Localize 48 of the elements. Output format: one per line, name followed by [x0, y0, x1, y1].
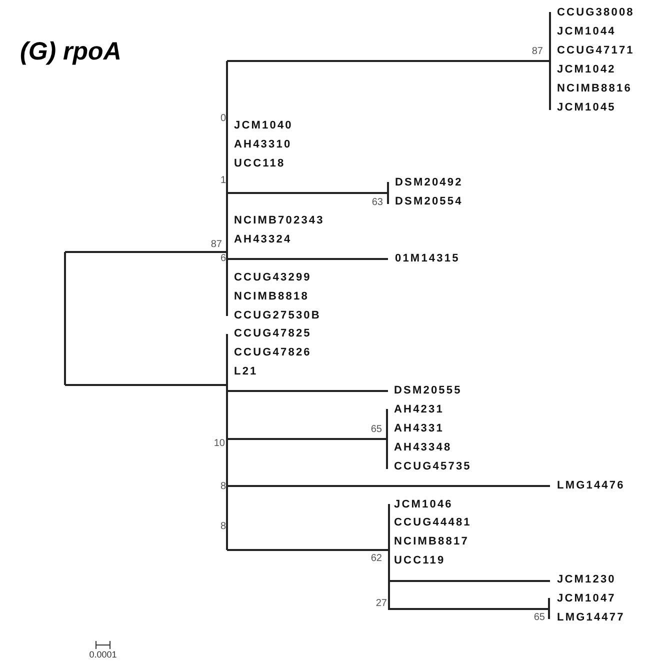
taxon-label: CCUG27530B [234, 310, 321, 322]
taxon-label: JCM1042 [557, 64, 616, 76]
bootstrap-value: 1 [220, 176, 226, 186]
taxon-label: AH43324 [234, 234, 292, 246]
taxon-label: AH4331 [394, 424, 444, 434]
taxon-label: NCIMB8818 [234, 292, 309, 302]
taxon-label: NCIMB702343 [234, 216, 324, 226]
bootstrap-value: 0 [220, 114, 226, 124]
bootstrap-value: 63 [372, 198, 383, 208]
bootstrap-value: 6 [220, 254, 226, 264]
taxon-label: JCM1040 [234, 120, 293, 132]
taxon-label: AH4231 [394, 404, 444, 416]
bootstrap-value: 10 [214, 439, 225, 449]
bootstrap-value: 65 [534, 613, 545, 623]
taxon-label: UCC118 [234, 158, 286, 170]
taxon-label: JCM1044 [557, 26, 616, 38]
taxon-label: CCUG47825 [234, 328, 312, 340]
taxon-label: JCM1047 [557, 594, 616, 604]
taxon-label: DSM20492 [395, 178, 463, 188]
scale-value: 0.0001 [89, 650, 117, 660]
taxon-label: NCIMB8816 [557, 84, 632, 94]
bootstrap-value: 27 [376, 599, 387, 609]
bootstrap-value: 8 [220, 482, 226, 492]
taxon-label: CCUG38008 [557, 8, 634, 18]
bootstrap-value: 62 [370, 554, 382, 564]
panel-title: (G) rpoA [20, 40, 122, 64]
taxon-label: LMG14477 [557, 612, 625, 624]
bootstrap-value: 87 [532, 47, 543, 57]
taxon-label: JCM1230 [557, 574, 616, 586]
bootstrap-value: 8 [220, 522, 226, 532]
taxon-label: LMG14476 [557, 480, 625, 492]
taxon-label: JCM1045 [557, 102, 616, 114]
taxon-label: CCUG47171 [557, 46, 634, 56]
taxon-label: CCUG44481 [394, 518, 472, 528]
taxon-label: NCIMB8817 [394, 536, 469, 548]
taxon-label: AH43310 [234, 140, 292, 150]
taxon-label: CCUG47826 [234, 348, 312, 358]
taxon-label: CCUG43299 [234, 272, 312, 284]
taxon-label: AH43348 [394, 442, 452, 454]
taxon-label: UCC119 [394, 556, 446, 566]
taxon-label: CCUG45735 [394, 462, 472, 472]
taxon-label: DSM20554 [395, 196, 463, 208]
bootstrap-value: 65 [370, 425, 382, 435]
taxon-label: JCM1046 [394, 500, 453, 510]
taxon-label: L21 [234, 366, 258, 378]
taxon-label: DSM20555 [394, 386, 462, 396]
taxon-label: 01M14315 [395, 254, 460, 264]
bootstrap-value: 87 [210, 240, 222, 250]
